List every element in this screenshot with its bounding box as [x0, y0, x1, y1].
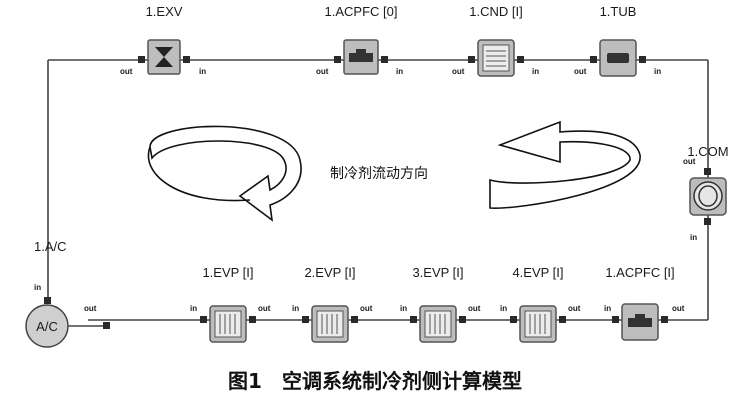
ac-in-label: in [34, 283, 41, 292]
ac-symbol: A/C [36, 319, 58, 334]
evp1-label: 1.EVP [I] [202, 265, 253, 280]
evp4-out-port [559, 316, 566, 323]
cnd-out-port [468, 56, 475, 63]
com-in-label: in [690, 233, 697, 242]
component-acpfc-top[interactable]: 1.ACPFC [0] out in [316, 4, 403, 76]
evp3-out-port [459, 316, 466, 323]
acpfc-bottom-label: 1.ACPFC [I] [605, 265, 674, 280]
component-acpfc-bottom[interactable]: 1.ACPFC [I] in out [604, 265, 685, 341]
evp1-out-label: out [258, 304, 271, 313]
acpfc-bottom-out-label: out [672, 304, 685, 313]
evp3-in-port [410, 316, 417, 323]
ac-in-port [44, 297, 51, 304]
acpfc-top-out-port [334, 56, 341, 63]
cnd-label: 1.CND [I] [469, 4, 522, 19]
exv-in-label: in [199, 67, 206, 76]
evp2-out-port [351, 316, 358, 323]
component-evp2[interactable]: 2.EVP [I] in out [292, 265, 373, 343]
evp3-out-label: out [468, 304, 481, 313]
figure-caption: 图1 空调系统制冷剂侧计算模型 [228, 369, 522, 393]
component-cnd[interactable]: 1.CND [I] out in [452, 4, 539, 77]
evp4-in-port [510, 316, 517, 323]
cnd-in-label: in [532, 67, 539, 76]
flow-direction-label: 制冷剂流动方向 [330, 166, 428, 182]
acpfc-bottom-out-port [661, 316, 668, 323]
flow-arrow-right [489, 120, 641, 209]
tub-in-port [639, 56, 646, 63]
exv-label: 1.EXV [146, 4, 183, 19]
cnd-in-port [517, 56, 524, 63]
evp1-out-port [249, 316, 256, 323]
component-com[interactable]: 1.COM out in [683, 144, 729, 242]
evp2-out-label: out [360, 304, 373, 313]
tub-out-port [590, 56, 597, 63]
exv-out-label: out [120, 67, 133, 76]
tub-out-label: out [574, 67, 587, 76]
ac-out-label: out [84, 304, 97, 313]
evp4-label: 4.EVP [I] [512, 265, 563, 280]
component-evp4[interactable]: 4.EVP [I] in out [500, 265, 581, 343]
acpfc-bottom-in-port [612, 316, 619, 323]
flow-arrow-left [147, 125, 302, 222]
exv-in-port [183, 56, 190, 63]
com-out-label: out [683, 157, 696, 166]
component-evp1[interactable]: 1.EVP [I] in out [190, 265, 271, 343]
evp3-label: 3.EVP [I] [412, 265, 463, 280]
tub-in-label: in [654, 67, 661, 76]
evp3-in-label: in [400, 304, 407, 313]
component-exv[interactable]: 1.EXV out in [120, 4, 206, 76]
evp1-in-port [200, 316, 207, 323]
ac-label: 1.A/C [34, 239, 67, 254]
evp2-in-port [302, 316, 309, 323]
component-tub[interactable]: 1.TUB out in [574, 4, 661, 77]
evp4-out-label: out [568, 304, 581, 313]
evp2-in-label: in [292, 304, 299, 313]
tub-label: 1.TUB [600, 4, 637, 19]
acpfc-top-in-label: in [396, 67, 403, 76]
component-ac[interactable]: A/C 1.A/C in out [25, 239, 110, 348]
com-out-port [704, 168, 711, 175]
com-in-port [704, 218, 711, 225]
component-evp3[interactable]: 3.EVP [I] in out [400, 265, 481, 343]
acpfc-top-label: 1.ACPFC [0] [325, 4, 398, 19]
ac-out-port [103, 322, 110, 329]
acpfc-top-in-port [381, 56, 388, 63]
acpfc-bottom-in-label: in [604, 304, 611, 313]
evp4-in-label: in [500, 304, 507, 313]
evp1-in-label: in [190, 304, 197, 313]
evp2-label: 2.EVP [I] [304, 265, 355, 280]
cnd-out-label: out [452, 67, 465, 76]
com-label: 1.COM [687, 144, 728, 159]
acpfc-top-out-label: out [316, 67, 329, 76]
pipe-network [47, 59, 709, 321]
exv-out-port [138, 56, 145, 63]
